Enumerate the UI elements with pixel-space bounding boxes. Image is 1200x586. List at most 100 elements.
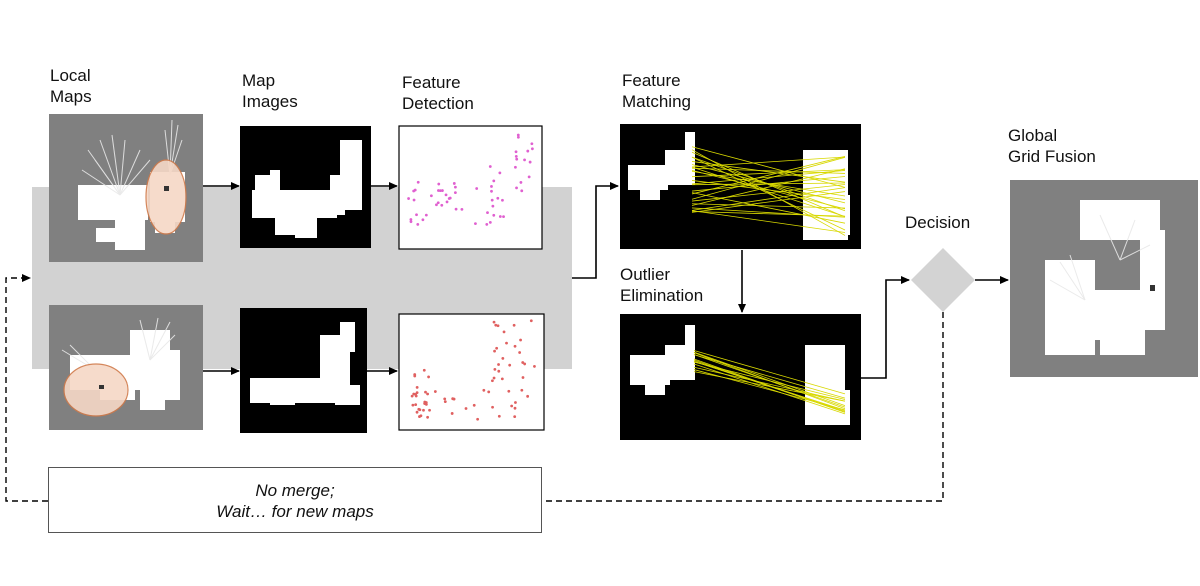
keypoint-dot — [490, 185, 493, 188]
keypoint-dot — [527, 175, 531, 179]
no-merge-line1: No merge; — [255, 481, 335, 500]
match-line — [693, 359, 846, 413]
keypoint-dot — [512, 323, 516, 327]
arrow-outlier-to-decision — [861, 276, 910, 379]
keypoint-dot — [521, 361, 525, 364]
match-line — [693, 369, 846, 411]
keypoint-dot — [496, 196, 500, 200]
keypoint-dot — [514, 150, 518, 154]
label-feature-detection-line1: Feature — [402, 73, 461, 92]
label-decision: Decision — [905, 213, 971, 232]
keypoint-dot — [491, 379, 494, 383]
keypoint-dot — [424, 213, 428, 217]
keypoint-dot — [415, 391, 419, 395]
match-line — [691, 210, 846, 233]
feature-detection-top — [398, 125, 543, 250]
keypoint-dot — [414, 403, 418, 407]
keypoint-dot — [492, 213, 496, 217]
keypoint-dot — [518, 351, 522, 354]
keypoint-dot — [501, 198, 504, 202]
keypoint-dot — [529, 319, 533, 323]
outlier-elimination-panel — [620, 314, 861, 440]
keypoint-dot — [501, 356, 505, 360]
keypoint-dot — [407, 197, 410, 200]
keypoint-dot — [523, 362, 527, 366]
keypoint-dot — [485, 223, 489, 226]
keypoint-dot — [464, 407, 468, 410]
keypoint-dot — [508, 363, 512, 367]
keypoint-dot — [450, 412, 454, 415]
match-line — [693, 354, 846, 408]
keypoint-dot — [415, 385, 419, 389]
keypoint-dot — [428, 408, 431, 412]
match-line — [691, 169, 846, 178]
keypoint-dot — [498, 215, 502, 218]
keypoint-dot — [492, 320, 496, 324]
label-outlier-elimination: Outlier Elimination — [620, 264, 703, 306]
label-global-grid-fusion-line1: Global — [1008, 126, 1058, 145]
keypoint-dot — [453, 191, 457, 195]
match-line — [691, 182, 846, 186]
keypoint-dot — [516, 133, 520, 137]
keypoint-dot — [416, 180, 420, 184]
keypoint-dot — [415, 410, 419, 414]
keypoint-dot — [409, 218, 413, 221]
keypoint-dot — [452, 182, 456, 185]
keypoint-dot — [488, 165, 492, 168]
keypoint-dot — [453, 185, 457, 189]
keypoint-dot — [519, 181, 523, 184]
keypoint-dot — [488, 220, 492, 224]
label-map-images: Map Images — [242, 70, 298, 112]
keypoint-dot — [421, 218, 425, 222]
keypoint-dot — [475, 187, 479, 190]
label-feature-matching-line2: Matching — [622, 92, 691, 111]
match-line — [691, 170, 846, 185]
keypoint-dot — [502, 215, 505, 219]
match-line — [691, 146, 846, 188]
no-merge-line2: Wait… for new maps — [216, 502, 374, 521]
keypoint-dot — [505, 341, 508, 345]
label-map-images-line1: Map — [242, 71, 276, 90]
keypoint-dot — [530, 142, 534, 146]
match-line — [693, 350, 846, 395]
label-global-grid-fusion-line2: Grid Fusion — [1008, 147, 1096, 166]
keypoint-dot — [426, 415, 430, 419]
keypoint-dot — [443, 397, 447, 401]
keypoint-dot — [487, 390, 491, 394]
keypoint-dot — [513, 344, 517, 348]
keypoint-dot — [448, 196, 452, 200]
keypoint-dot — [526, 394, 530, 398]
keypoint-dot — [497, 369, 501, 373]
map-image-bottom — [240, 308, 367, 433]
keypoint-dot — [426, 392, 429, 396]
keypoint-dot — [436, 201, 440, 205]
match-line — [691, 192, 846, 224]
keypoint-dot — [497, 363, 500, 366]
match-line — [691, 149, 846, 236]
label-local-maps: Local Maps — [50, 65, 92, 107]
local-map-bottom — [49, 305, 203, 430]
global-grid-fusion-image — [1010, 180, 1198, 377]
match-line — [691, 187, 846, 211]
match-line — [693, 351, 846, 407]
keypoint-dot — [515, 186, 518, 190]
label-feature-matching: Feature Matching — [622, 70, 691, 112]
match-line — [691, 168, 846, 206]
keypoint-dot — [498, 171, 502, 175]
label-outlier-elimination-line1: Outlier — [620, 265, 671, 284]
keypoint-dot — [502, 330, 506, 334]
no-merge-box: No merge; Wait… for new maps — [48, 467, 542, 533]
keypoint-dot — [413, 374, 417, 378]
keypoint-dot — [440, 203, 444, 207]
keypoint-dot — [429, 194, 433, 198]
keypoint-dot — [451, 397, 455, 401]
keypoint-dot — [409, 220, 413, 224]
keypoint-dot — [438, 189, 442, 193]
label-feature-detection: Feature Detection — [402, 72, 474, 114]
label-local-maps-line1: Local — [50, 66, 91, 85]
keypoint-dot — [519, 338, 522, 342]
keypoint-dot — [422, 368, 426, 372]
keypoint-dot — [437, 182, 441, 186]
keypoint-dot — [523, 158, 526, 162]
label-feature-matching-line1: Feature — [622, 71, 681, 90]
